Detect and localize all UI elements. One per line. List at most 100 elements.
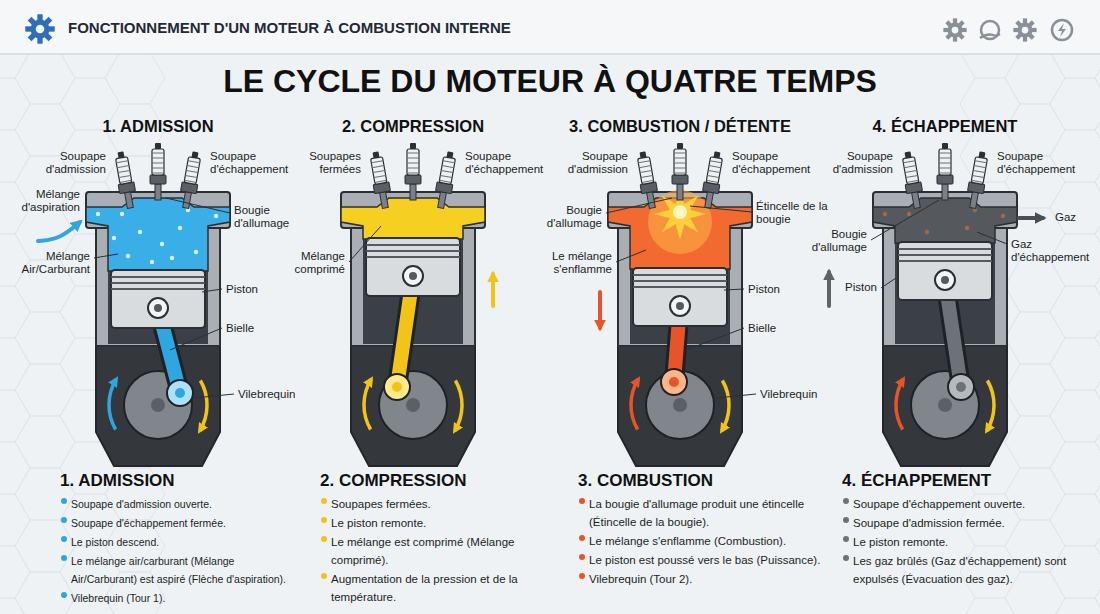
bullet-item: Vilebrequin (Tour 2).: [578, 569, 828, 587]
bullet-dot: [321, 517, 327, 523]
hex-cell: [0, 442, 30, 494]
insulator-rib: [407, 173, 419, 174]
leader-line: [194, 394, 234, 398]
terminal: [117, 151, 124, 158]
crank-pin-core: [956, 382, 966, 392]
bullet-item: Vilebrequin (Tour 1).: [60, 588, 298, 606]
crankcase: [351, 340, 475, 466]
bullet-item: Soupape d'admission ouverte.: [60, 494, 298, 512]
particle: [150, 260, 154, 264]
piston-ring: [633, 274, 727, 276]
valve-stem: [677, 184, 683, 200]
terminal: [447, 151, 454, 158]
insulator: [903, 157, 919, 185]
valve-nut: [937, 175, 953, 184]
callout-label: Étincelle de la bougie: [756, 200, 834, 225]
leader-line: [977, 232, 1007, 244]
bullet-text: Les gaz brûlés (Gaz d'échappement) sont …: [853, 555, 1066, 585]
piston-pin: [935, 270, 955, 290]
insulator-rib: [906, 175, 918, 177]
particle: [965, 226, 969, 230]
insulator-rib: [706, 180, 718, 182]
insulator-rib: [184, 180, 196, 182]
valve-stem: [125, 192, 134, 209]
hex-cell: [0, 598, 30, 614]
leader-line: [871, 200, 939, 240]
callout-label: Bougie d'allumage: [530, 204, 602, 229]
crank-pin: [167, 380, 193, 406]
piston: [898, 242, 992, 300]
bullet-text: Soupape d'admission fermée.: [853, 517, 1005, 529]
leader-line: [166, 198, 230, 213]
bullet-dot: [61, 555, 67, 561]
insulator-rib: [640, 170, 652, 172]
flow-arrow: [827, 272, 831, 306]
callout-label: Bougie d'allumage: [234, 204, 306, 229]
bullet-text: Vilebrequin (Tour 2).: [589, 573, 692, 585]
insulator-rib: [187, 166, 199, 168]
insulator-rib: [152, 158, 164, 159]
particle: [170, 256, 174, 260]
insulator-rib: [939, 163, 951, 164]
hex-cell: [1095, 260, 1100, 312]
exhaust-valve: [433, 150, 459, 209]
gear-icon: [943, 18, 966, 41]
bullet-text: Augmentation de la pression et de la tem…: [331, 573, 518, 603]
header-rule: [0, 53, 1100, 55]
insulator-rib: [975, 161, 987, 163]
stage-description: 3. COMBUSTIONLa bougie d'allumage produi…: [578, 470, 828, 588]
insulator: [971, 157, 987, 185]
valve-stem: [912, 192, 921, 209]
bullet-text: Le piston descend.: [71, 536, 159, 548]
insulator-rib: [939, 168, 951, 169]
bullet-dot: [843, 498, 849, 504]
gear-hole: [36, 25, 45, 34]
rotation-arrow: [109, 379, 116, 430]
intake-valve: [368, 150, 394, 209]
crank-pin-core: [392, 382, 402, 392]
insulator: [116, 157, 132, 185]
crank-hub: [938, 398, 952, 412]
callout-label: Bielle: [226, 322, 286, 335]
leader-line: [94, 254, 118, 258]
icon-hand: [980, 34, 1000, 38]
spark-plug: [150, 143, 166, 200]
hex-cell: [1005, 572, 1065, 614]
insulator-rib: [152, 163, 164, 164]
description-heading: 1. ADMISSION: [60, 470, 298, 491]
hex-cell: [960, 598, 1020, 614]
combustion-chamber: [341, 198, 485, 239]
valve-stem: [705, 192, 714, 209]
insulator: [152, 149, 164, 175]
insulator-rib: [152, 168, 164, 169]
hex-cell: [1095, 52, 1100, 104]
insulator-rib: [441, 170, 453, 172]
insulator-rib: [939, 153, 951, 154]
insulator-rib: [674, 163, 686, 164]
bullet-text: Le mélange est comprimé (Mélange comprim…: [331, 536, 514, 566]
insulator-rib: [407, 153, 419, 154]
bullet-dot: [61, 498, 67, 504]
description-heading: 4. ÉCHAPPEMENT: [842, 470, 1088, 491]
hex-cell: [1095, 416, 1100, 468]
flow-arrow: [598, 292, 602, 328]
gear-hole: [952, 27, 959, 34]
particle: [907, 212, 911, 216]
bullet-dot: [843, 517, 849, 523]
hex-cell: [1005, 416, 1065, 468]
insulator-rib: [972, 175, 984, 177]
insulator: [439, 157, 455, 185]
bullet-item: Le piston remonte.: [320, 513, 560, 531]
insulator: [184, 157, 200, 185]
piston-pin: [670, 296, 690, 316]
insulator-rib: [708, 170, 720, 172]
insulator-rib: [710, 161, 722, 163]
callout-label: Le mélange s'enflamme: [536, 250, 612, 275]
insulator-rib: [674, 158, 686, 159]
icon-ring: [981, 21, 999, 39]
insulator-rib: [707, 175, 719, 177]
terminal: [192, 151, 199, 158]
piston-pin: [148, 298, 168, 318]
piston-ring: [111, 288, 205, 290]
